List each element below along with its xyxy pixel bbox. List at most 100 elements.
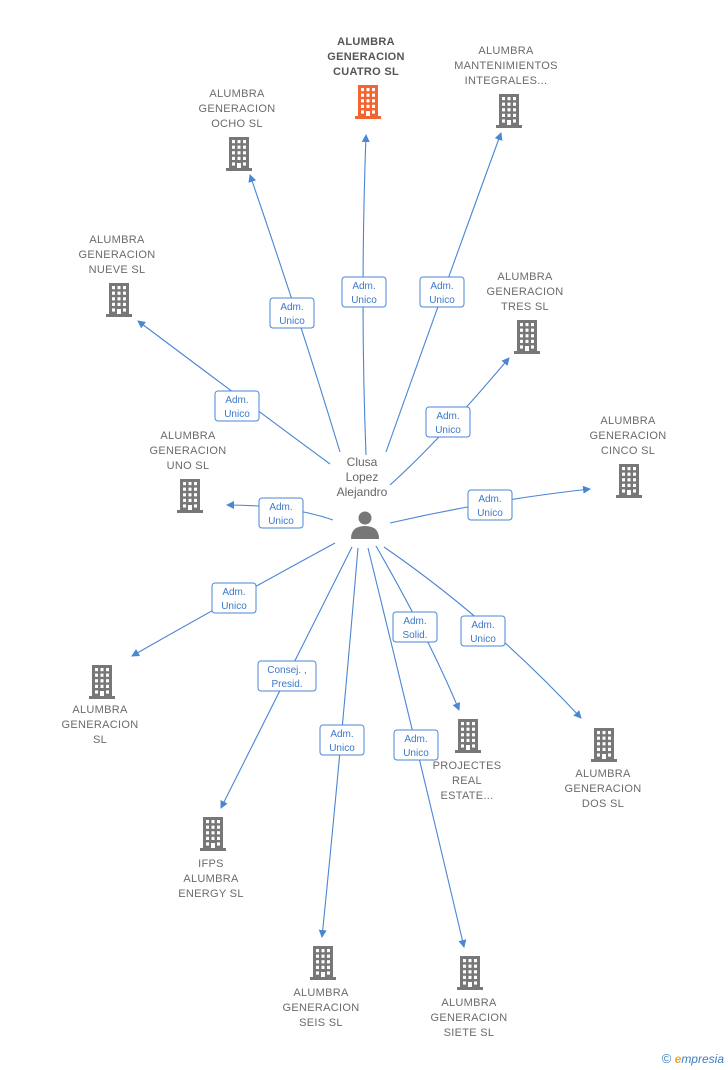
company-name-line-3: UNO SL (167, 460, 210, 472)
relation-label-line-2: Unico (477, 508, 503, 519)
relation-label-line-2: Unico (329, 743, 355, 754)
relation-label-line-1: Adm. (404, 734, 427, 745)
relation-badge-siete[interactable]: Adm. Unico (393, 729, 439, 761)
company-name-line-3: OCHO SL (211, 118, 263, 130)
building-icon[interactable] (89, 665, 115, 699)
relation-label-line-2: Unico (435, 425, 461, 436)
relation-badge-dos[interactable]: Adm.Unico (460, 615, 506, 647)
building-icon[interactable] (106, 283, 132, 317)
company-name-line-2: GENERACION (431, 1012, 508, 1024)
company-name-line-1: ALUMBRA (478, 45, 534, 57)
relation-label-line-2: Unico (224, 409, 250, 420)
building-icon[interactable] (226, 137, 252, 171)
person-name-line-3: Alejandro (337, 485, 388, 499)
relation-label-line-1: Adm. (225, 395, 248, 406)
company-name-line-3: CUATRO SL (333, 66, 399, 78)
company-name-line-3: TRES SL (501, 301, 549, 313)
company-name-line-1: IFPS (198, 858, 224, 870)
relation-label-line-2: Unico (429, 295, 455, 306)
relation-label-line-2: Solid. (402, 630, 427, 641)
company-name-line-2: GENERACION (283, 1002, 360, 1014)
company-name-line-3: SEIS SL (299, 1017, 343, 1029)
relation-badge-box (257, 660, 317, 692)
building-icon[interactable] (310, 946, 336, 980)
company-name-line-3: SL (93, 734, 107, 746)
company-name-line-2: GENERACION (150, 445, 227, 457)
company-name-line-2: GENERACION (199, 103, 276, 115)
footer-brand: © empresia (662, 1051, 724, 1066)
company-name-line-1: ALUMBRA (293, 987, 349, 999)
relation-badge-box (258, 497, 304, 529)
company-name-line-3: INTEGRALES... (465, 75, 548, 87)
relation-badge-ocho[interactable]: Adm.Unico (269, 297, 315, 329)
company-node-projectes[interactable]: PROJECTESREALESTATE... (433, 719, 502, 802)
building-icon[interactable] (200, 817, 226, 851)
company-name-line-1: PROJECTES (433, 760, 502, 772)
company-name-line-2: ALUMBRA (183, 873, 239, 885)
relation-badge-seis[interactable]: Adm.Unico (319, 724, 365, 756)
relation-label-line-2: Unico (279, 316, 305, 327)
relation-label-line-1: Consej. , (267, 665, 306, 676)
company-node-ifps[interactable]: IFPS ALUMBRA ENERGY SL (178, 817, 243, 900)
relation-label-line-2: Unico (221, 601, 247, 612)
relation-badge-ifps[interactable]: Consej. , Presid. (257, 660, 317, 692)
company-name-line-2: MANTENIMIENTOS (454, 60, 558, 72)
company-name-line-2: GENERACION (79, 249, 156, 261)
relation-badge-uno[interactable]: Adm.Unico (258, 497, 304, 529)
relation-label-line-1: Adm. (436, 411, 459, 422)
building-icon[interactable] (514, 320, 540, 354)
relation-badge-gen[interactable]: Adm.Unico (211, 582, 257, 614)
company-name-line-2: GENERACION (487, 286, 564, 298)
company-node-tres[interactable]: ALUMBRA GENERACION TRES SL (487, 271, 564, 354)
relation-label-line-2: Presid. (271, 679, 302, 690)
relation-label-line-1: Adm. (478, 494, 501, 505)
relation-badge-mant[interactable]: Adm.Unico (419, 276, 465, 308)
company-name-line-3: CINCO SL (601, 445, 655, 457)
relation-label-line-2: Unico (403, 748, 429, 759)
relation-label-line-1: Adm. (269, 502, 292, 513)
company-name-line-2: GENERACION (590, 430, 667, 442)
relation-badge-cinco[interactable]: Adm. Unico (467, 489, 513, 521)
person-name-line-1: Clusa (347, 455, 378, 469)
person-icon (351, 511, 379, 539)
building-icon[interactable] (177, 479, 203, 513)
relation-badge-projectes[interactable]: Adm. Solid. (392, 611, 438, 643)
company-node-ocho[interactable]: ALUMBRA GENERACION OCHO SL (199, 88, 276, 171)
building-icon[interactable] (355, 85, 381, 119)
company-name-line-2: GENERACION (565, 783, 642, 795)
company-name-line-1: ALUMBRA (497, 271, 553, 283)
building-icon[interactable] (616, 464, 642, 498)
building-icon[interactable] (457, 956, 483, 990)
company-name-line-2: GENERACION (62, 719, 139, 731)
relation-label-line-1: Adm. (403, 616, 426, 627)
relation-badge-box (214, 390, 260, 422)
company-name-line-1: ALUMBRA (209, 88, 265, 100)
copyright-symbol: © (661, 1051, 672, 1066)
person-name-line-2: Lopez (346, 470, 379, 484)
company-node-mant[interactable]: ALUMBRA MANTENIMIENTOS INTEGRALES... (454, 45, 558, 128)
relation-badge-nueve[interactable]: Adm. Unico (214, 390, 260, 422)
relation-badge-box (211, 582, 257, 614)
company-name-line-1: ALUMBRA (89, 234, 145, 246)
relation-badge-box (341, 276, 387, 308)
company-node-cinco[interactable]: ALUMBRA GENERACION CINCO SL (590, 415, 667, 498)
company-name-line-3: ENERGY SL (178, 888, 243, 900)
company-node-seis[interactable]: ALUMBRA GENERACION SEIS SL (283, 946, 360, 1029)
company-name-line-1: ALUMBRA (600, 415, 656, 427)
building-icon[interactable] (496, 94, 522, 128)
company-name-line-2: REAL (452, 775, 482, 787)
company-name-line-1: ALUMBRA (575, 768, 631, 780)
building-icon[interactable] (591, 728, 617, 762)
building-icon[interactable] (455, 719, 481, 753)
brand-name: mpresia (681, 1052, 724, 1066)
relation-badge-cuatro[interactable]: Adm.Unico (341, 276, 387, 308)
company-name-line-3: SIETE SL (444, 1027, 495, 1039)
relation-badge-tres[interactable]: Adm. Unico (425, 406, 471, 438)
